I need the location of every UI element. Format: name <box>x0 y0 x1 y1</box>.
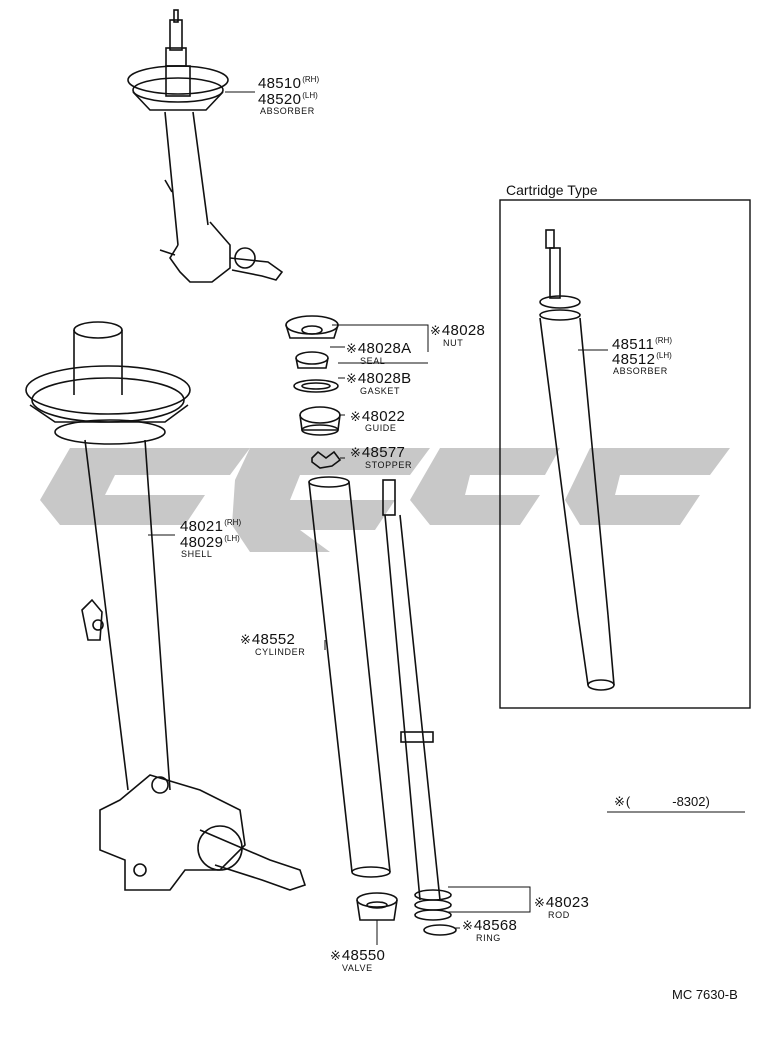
diagram-code: MC 7630-B <box>672 987 738 1002</box>
cartridge-type-title: Cartridge Type <box>506 182 598 198</box>
label-part-48028b: ※48028B <box>346 370 412 387</box>
leader-lines <box>148 91 745 945</box>
label-seal: SEAL <box>360 356 386 366</box>
label-part-48520: 48520(LH) <box>258 91 318 108</box>
label-ring: RING <box>476 933 501 943</box>
label-stopper: STOPPER <box>365 460 413 470</box>
valve-part <box>356 892 398 921</box>
label-absorber-cartridge: ABSORBER <box>613 366 668 376</box>
label-rod: ROD <box>548 910 570 920</box>
label-cylinder: CYLINDER <box>255 647 306 657</box>
label-part-48510: 48510(RH) <box>258 75 320 92</box>
label-nut: NUT <box>443 338 464 348</box>
label-shell: SHELL <box>181 549 213 559</box>
nut-part <box>285 315 339 339</box>
rod-part <box>382 479 452 921</box>
label-part-48029: 48029(LH) <box>180 534 240 551</box>
label-part-48511: 48511(RH) <box>612 336 672 353</box>
cartridge-absorber-part <box>539 229 615 691</box>
production-date-note: ※(-8302) <box>614 794 710 809</box>
label-part-48577: ※48577 <box>350 444 406 461</box>
gasket-part <box>293 379 339 393</box>
guide-part <box>299 406 341 436</box>
stopper-part <box>311 450 342 469</box>
label-guide: GUIDE <box>365 423 397 433</box>
strut-main <box>25 321 307 891</box>
strut-top-small <box>127 9 284 283</box>
label-part-48028: ※48028 <box>430 322 486 339</box>
label-part-48023: ※48023 <box>534 894 590 911</box>
label-part-48021: 48021(RH) <box>180 518 242 535</box>
seal-part <box>295 351 329 369</box>
label-absorber-top: ABSORBER <box>260 106 315 116</box>
label-part-48552: ※48552 <box>240 631 296 648</box>
label-part-48568: ※48568 <box>462 917 518 934</box>
cylinder-part <box>308 476 391 878</box>
label-part-48022: ※48022 <box>350 408 406 425</box>
ring-part <box>423 924 457 936</box>
label-part-48550: ※48550 <box>330 947 386 964</box>
label-valve: VALVE <box>342 963 373 973</box>
cartridge-box <box>499 199 751 709</box>
label-part-48512: 48512(LH) <box>612 351 672 368</box>
label-part-48028a: ※48028A <box>346 340 412 357</box>
label-gasket: GASKET <box>360 386 401 396</box>
